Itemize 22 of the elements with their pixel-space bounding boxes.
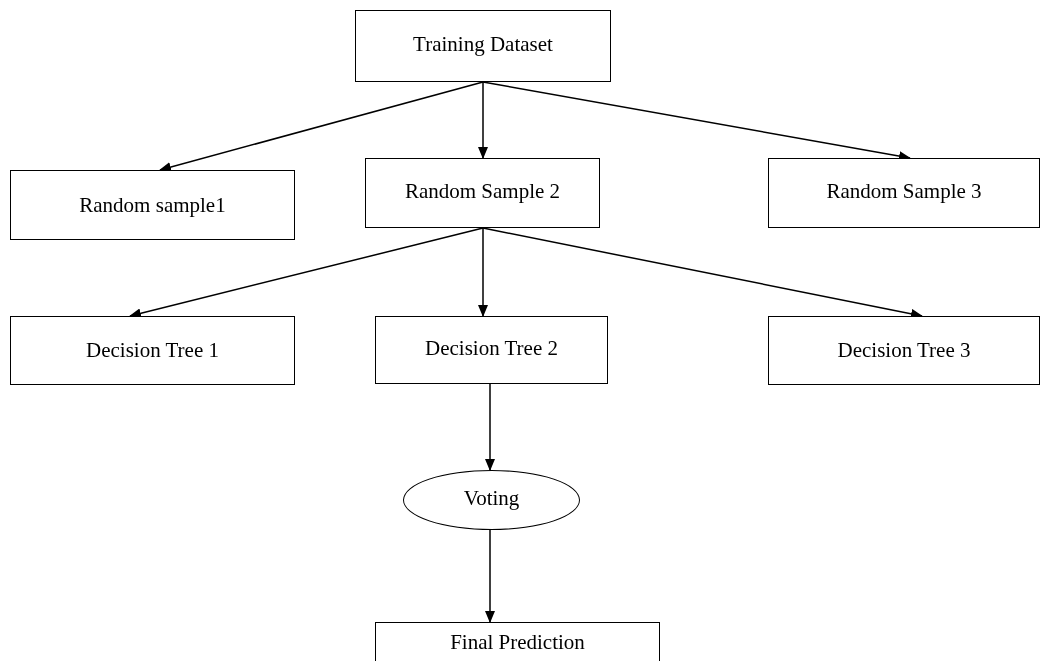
node-label: Decision Tree 2 <box>425 335 558 361</box>
arrow <box>478 227 488 317</box>
process-box <box>10 170 295 240</box>
node-label: Random Sample 3 <box>826 178 982 204</box>
arrow <box>485 529 495 623</box>
node-label: Random Sample 2 <box>404 178 561 204</box>
arrow <box>159 81 484 172</box>
process-box <box>375 622 660 661</box>
process-box <box>355 10 611 82</box>
node-label: Random sample1 <box>79 192 226 218</box>
process-box <box>768 158 1040 228</box>
node-label: Final Prediction <box>450 629 585 655</box>
arrow <box>485 383 495 471</box>
node-label: Decision Tree 3 <box>837 338 971 363</box>
process-box <box>768 316 1040 385</box>
process-box <box>10 316 295 385</box>
node-label: Training Dataset <box>413 31 553 57</box>
process-box <box>375 316 608 384</box>
node-label: Decision Tree 1 <box>86 338 219 363</box>
node-label: Voting <box>463 485 520 511</box>
process-box <box>365 158 600 228</box>
arrow <box>478 81 488 159</box>
